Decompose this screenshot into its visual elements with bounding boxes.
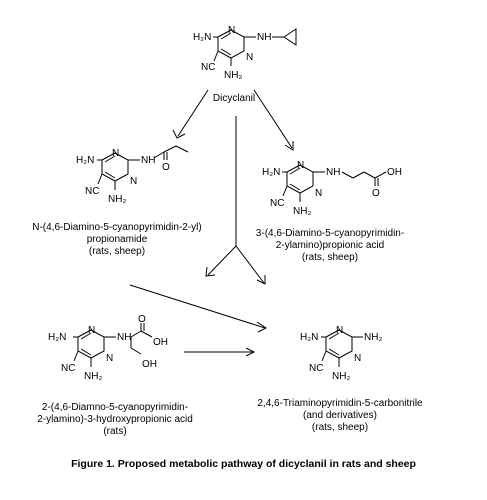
ring-n-label: N [315, 188, 322, 199]
arrow-to-propionamide [177, 89, 209, 137]
cyano-label: NC [85, 186, 99, 197]
arrow-to-triaminopyrimidine [235, 245, 265, 284]
arrow-to-hydroxypropionic-acid [207, 245, 237, 276]
arrow-to-propionic-acid [253, 89, 293, 149]
cyclopropyl-ring [283, 28, 297, 46]
ring-n-label: N [336, 325, 343, 336]
name-line: 3-(4,6-Diamino-5-cyanopyrimidin- [255, 228, 405, 239]
acid-oh-label: OH [153, 337, 168, 348]
nh-label: NH [257, 32, 271, 43]
ring-n-label: N [246, 52, 253, 63]
ring-n-label: N [88, 325, 95, 336]
name-line: (rats, sheep) [311, 422, 369, 433]
name-line: (rats) [103, 426, 127, 437]
ring-n-label: N [106, 353, 113, 364]
amino-label: NH₂ [84, 371, 102, 382]
arrow-propionamide-to-triaminopyrimidine [129, 284, 266, 329]
carbonyl-o-label: O [162, 162, 170, 173]
propionamide-name: N-(4,6-Diamino-5-cyanopyrimidin-2-yl) pr… [22, 222, 212, 258]
amino-label: H₂N [262, 167, 280, 178]
amino-label: H₂N [48, 332, 66, 343]
name-line: 2-ylamino)propionic acid [275, 240, 385, 251]
acid-o-label: O [372, 188, 380, 199]
name-line: (and derivatives) [303, 410, 377, 421]
propionic-acid-structure: H₂N NH N N OH O NC NH₂ [262, 160, 402, 217]
acid-o-label: O [138, 314, 146, 325]
ring-n-label: N [130, 176, 137, 187]
hydroxypropionic-acid-name: 2-(4,6-Diamno-5-cyanopyrimidin- 2-ylamin… [17, 402, 213, 438]
nh-label: NH [326, 167, 340, 178]
ring-n-label: N [297, 160, 304, 171]
pathway-arrows [129, 89, 294, 357]
amino-label: NH₂ [108, 194, 126, 205]
arrowhead [245, 347, 256, 357]
ring-n-label: N [228, 25, 235, 36]
name-line: 2,4,6-Triaminopyrimidin-5-carbonitrile [257, 398, 423, 409]
dicyclanil-structure: H₂N NH N N NC NH₂ [193, 25, 297, 81]
ring-n-label: N [354, 353, 361, 364]
arrowhead [256, 275, 266, 285]
arrowhead [172, 129, 186, 139]
arrowhead [256, 321, 267, 333]
propionamide-structure: H₂N NH N N O NC NH₂ [76, 145, 189, 205]
name-line: (rats, sheep) [301, 252, 359, 263]
arrowhead [284, 141, 294, 151]
cyano-label: NC [270, 198, 284, 209]
ring-n-label: N [112, 148, 119, 159]
amino-label: NH₂ [224, 70, 242, 81]
name-line: N-(4,6-Diamino-5-cyanopyrimidin-2-yl) [32, 222, 202, 233]
side-oh-label: OH [142, 359, 157, 370]
amino-label: NH₂ [293, 206, 311, 217]
cyano-label: NC [201, 62, 215, 73]
figure-caption: Figure 1. Proposed metabolic pathway of … [71, 458, 416, 470]
amino-label: NH₂ [332, 371, 350, 382]
nh-label: NH [117, 332, 131, 343]
triaminopyrimidine-structure: H₂N NH₂ N N NC NH₂ [300, 325, 382, 382]
triaminopyrimidine-name: 2,4,6-Triaminopyrimidin-5-carbonitrile (… [240, 398, 440, 434]
hydroxypropionic-acid-structure: H₂N NH N N O OH OH NC NH₂ [48, 314, 168, 382]
name-line: propionamide [86, 234, 148, 245]
amino-label: H₂N [76, 155, 94, 166]
cyano-label: NC [61, 363, 75, 374]
propionic-acid-name: 3-(4,6-Diamino-5-cyanopyrimidin- 2-ylami… [238, 228, 422, 264]
amino-label: NH₂ [364, 332, 382, 343]
nh-label: NH [141, 155, 155, 166]
acid-oh-label: OH [387, 167, 402, 178]
name-line: 2-ylamino)-3-hydroxypropionic acid [37, 414, 193, 425]
amino-label: H₂N [300, 332, 318, 343]
dicyclanil-name: Dicyclanil [212, 93, 256, 104]
name-line: (rats, sheep) [88, 246, 146, 257]
amino-label: H₂N [193, 32, 211, 43]
arrowhead [205, 266, 216, 277]
cyano-label: NC [309, 363, 323, 374]
name-line: 2-(4,6-Diamno-5-cyanopyrimidin- [41, 402, 189, 413]
